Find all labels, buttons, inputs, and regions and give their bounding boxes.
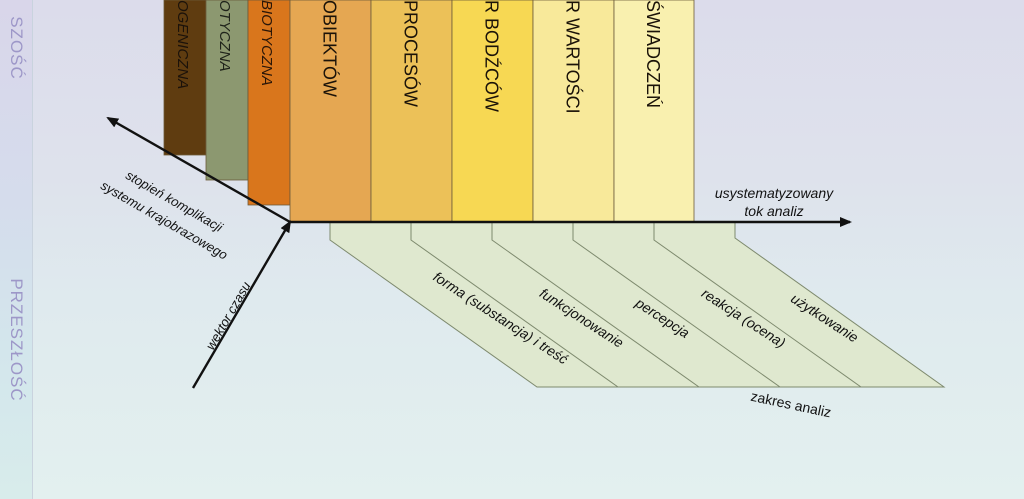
column-label: PROCESÓW xyxy=(401,0,422,107)
landscape-columns: OGENICZNA OTYCZNA BIOTYCZNA OBIEKTÓW PROCESÓ… xyxy=(163,0,695,223)
column-label: ŚWIADCZEŃ xyxy=(643,0,664,108)
column-label: R BODŹCÓW xyxy=(482,0,503,112)
analysis-strips: forma (substancja) i treśćfunkcjonowanie… xyxy=(329,221,946,388)
column-label: BIOTYCZNA xyxy=(258,0,275,86)
column-fill xyxy=(370,0,453,223)
landscape-column: PROCESÓW xyxy=(370,0,453,223)
column-fill xyxy=(613,0,695,223)
landscape-column: R WARTOŚCI xyxy=(532,0,615,223)
column-label: R WARTOŚCI xyxy=(563,0,584,114)
time-vector-label: wektor czasu xyxy=(203,279,254,352)
landscape-column: R BODŹCÓW xyxy=(451,0,534,223)
landscape-column: OGENICZNA xyxy=(163,0,207,156)
flow-label-1: usystematyzowany xyxy=(715,185,834,201)
column-label: OTYCZNA xyxy=(216,0,233,72)
time-vector-arrow xyxy=(191,220,292,389)
landscape-column: BIOTYCZNA xyxy=(247,0,291,206)
time-side-band: SZOŚĆ PRZESZŁOŚĆ xyxy=(0,0,33,499)
landscape-column: OTYCZNA xyxy=(205,0,249,181)
column-label: OGENICZNA xyxy=(174,0,191,89)
range-label: zakres analiz xyxy=(749,388,832,421)
landscape-column: ŚWIADCZEŃ xyxy=(613,0,695,223)
axes xyxy=(106,116,852,389)
column-fill xyxy=(532,0,615,223)
landscape-column: OBIEKTÓW xyxy=(289,0,372,223)
column-fill xyxy=(451,0,534,223)
column-label: OBIEKTÓW xyxy=(320,0,341,97)
flow-label-2: tok analiz xyxy=(744,203,803,219)
column-fill xyxy=(247,0,291,206)
complexity-axis-arrow xyxy=(106,116,291,224)
